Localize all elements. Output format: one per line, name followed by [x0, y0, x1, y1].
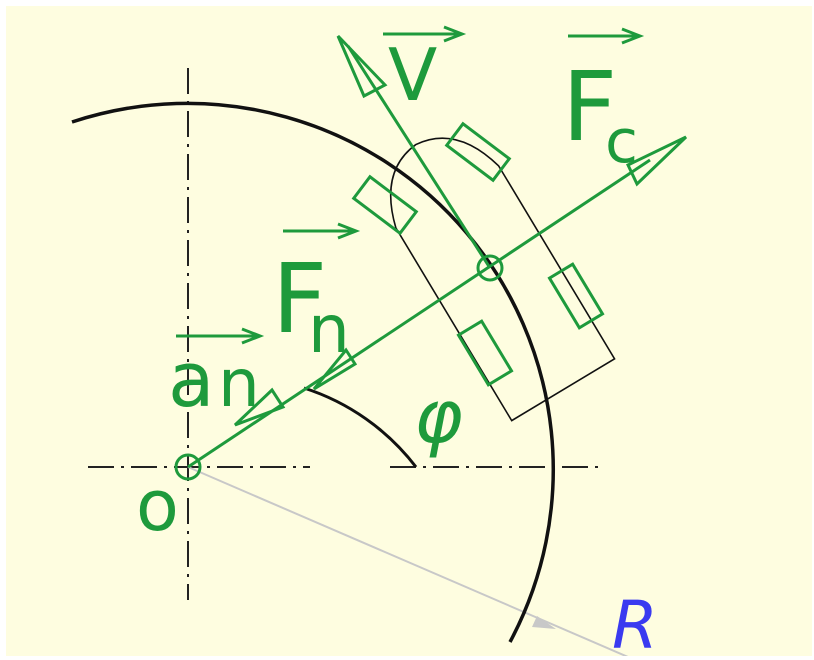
normal-force-label: F — [272, 243, 327, 355]
centrifugal-overbar-icon — [568, 27, 645, 45]
car-center-marker — [476, 254, 504, 282]
centrifugal-force-arrowhead — [626, 135, 688, 187]
normal-force-subscript: n — [308, 291, 350, 368]
wheel-rear-left — [547, 262, 605, 330]
origin-marker — [174, 453, 202, 481]
acceleration-arrowhead — [233, 387, 286, 427]
angle-label: φ — [414, 374, 463, 460]
radius-label: R — [612, 587, 658, 660]
car-body — [389, 137, 616, 422]
normal-force-arrowhead — [312, 347, 358, 391]
wheel-rear-right — [456, 319, 514, 387]
acceleration-subscript: n — [218, 345, 260, 422]
acceleration-label: a — [168, 335, 215, 424]
drawing-background — [6, 6, 812, 656]
wheel-front-right — [351, 174, 419, 236]
angle-arc — [303, 386, 418, 468]
normal-overbar-icon — [283, 222, 361, 240]
radial-line — [187, 158, 651, 469]
acceleration-overbar-icon — [176, 327, 265, 345]
velocity-overbar-icon — [383, 25, 467, 43]
radius-arrowhead — [532, 616, 556, 629]
radius-line — [187, 466, 629, 656]
velocity-label: V — [388, 33, 437, 117]
centrifugal-force-subscript: c — [605, 107, 638, 177]
velocity-arrowhead — [336, 34, 388, 99]
velocity-vector-line — [346, 45, 492, 269]
wheel-front-left — [444, 121, 512, 183]
origin-label: o — [136, 465, 179, 547]
centrifugal-force-label: F — [562, 51, 617, 163]
